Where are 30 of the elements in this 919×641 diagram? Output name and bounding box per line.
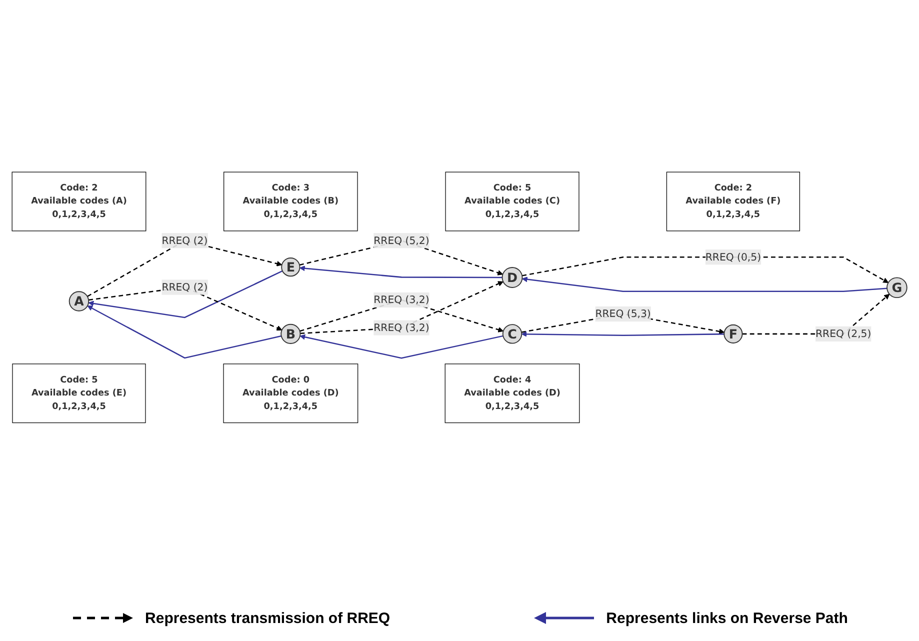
edge-label: RREQ (2) (162, 234, 208, 246)
node-box: Code: 4 Available codes (D) 0,1,2,3,4,5 (444, 364, 580, 424)
arrow (88, 270, 283, 318)
node-box: Code: 0 Available codes (D) 0,1,2,3,4,5 (223, 364, 358, 424)
arrow (299, 266, 502, 278)
arrow (300, 334, 504, 359)
node-box: Code: 3 Available codes (B) 0,1,2,3,4,5 (224, 172, 358, 232)
node-box: Code: 2 Available codes (F) 0,1,2,3,4,5 (666, 172, 800, 232)
legend-text: Represents links on Reverse Path (606, 610, 848, 626)
node-circle: E (281, 258, 300, 277)
node-box: Code: 5 Available codes (E) 0,1,2,3,4,5 (12, 364, 146, 424)
edge-label: RREQ (3,2) (374, 322, 430, 334)
node-circle: F (724, 324, 743, 344)
node-circle: G (886, 277, 908, 298)
edge-label: RREQ (0,5) (705, 250, 762, 263)
node-circle: D (502, 267, 523, 288)
arrow (87, 306, 282, 359)
edge-label: RREQ (3,2) (374, 294, 430, 306)
node-box: Code: 2 Available codes (A) 0,1,2,3,4,5 (12, 172, 146, 232)
node-circle: B (280, 324, 301, 344)
edge-label: RREQ (5,3) (595, 308, 651, 320)
node-box: Code: 5 Available codes (C) 0,1,2,3,4,5 (445, 172, 580, 232)
arrow (522, 276, 888, 292)
edge-label: RREQ (2) (162, 281, 208, 294)
node-circle: C (502, 324, 522, 344)
legend-text: Represents transmission of RREQ (145, 610, 390, 626)
edge-label: RREQ (5,2) (374, 234, 430, 246)
node-circle: A (68, 291, 90, 312)
arrow (521, 331, 724, 337)
edge-label: RREQ (2,5) (816, 328, 872, 340)
